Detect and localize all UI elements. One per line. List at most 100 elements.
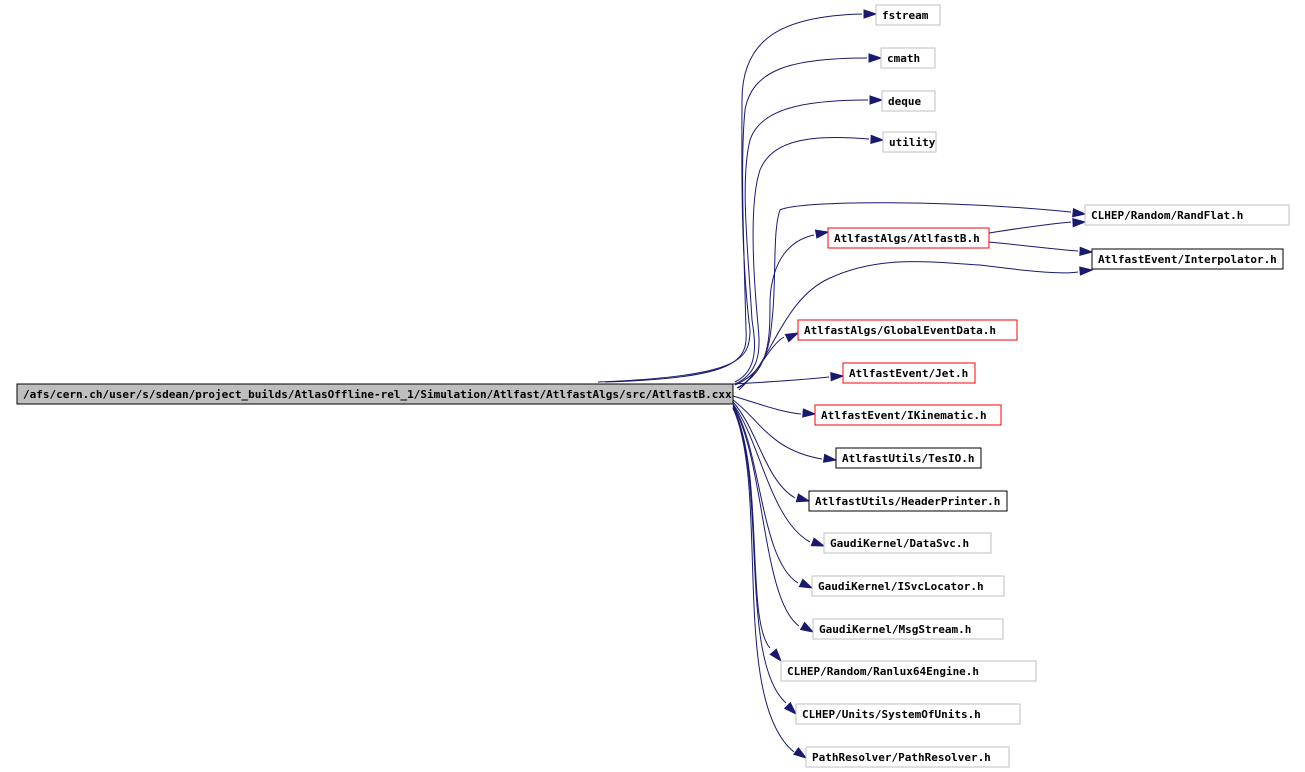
node-label: CLHEP/Random/Ranlux64Engine.h — [787, 665, 979, 678]
node-box — [811, 575, 1005, 597]
node-pathresolver[interactable]: PathResolver/PathResolver.h — [805, 746, 1010, 768]
node-label: deque — [888, 95, 921, 108]
edge-root-to-randflat — [734, 202, 1087, 386]
node-box — [880, 47, 936, 69]
edge-root-to-interpolator — [737, 261, 1094, 389]
node-ikinematic[interactable]: AtlfastEvent/IKinematic.h — [814, 404, 1002, 426]
node-label: CLHEP/Units/SystemOfUnits.h — [802, 708, 981, 721]
node-box — [16, 383, 734, 405]
node-fstream[interactable]: fstream — [875, 4, 941, 26]
node-ranlux[interactable]: CLHEP/Random/Ranlux64Engine.h — [780, 660, 1037, 682]
edge-line — [732, 407, 795, 753]
node-units[interactable]: CLHEP/Units/SystemOfUnits.h — [795, 703, 1021, 725]
edge-arrowhead — [814, 229, 830, 239]
edge-line — [732, 401, 796, 499]
node-label: AtlfastUtils/HeaderPrinter.h — [815, 495, 1000, 508]
edge-root-to-ranlux — [732, 406, 783, 663]
node-box — [823, 532, 992, 554]
node-label: AtlfastEvent/Interpolator.h — [1098, 253, 1277, 266]
edge-line — [732, 399, 823, 460]
edge-atlfastb_h-to-interpolator — [988, 241, 1094, 257]
node-cmath[interactable]: cmath — [880, 47, 936, 69]
node-datasvc[interactable]: GaudiKernel/DataSvc.h — [823, 532, 992, 554]
edge-arrowhead — [810, 537, 826, 547]
edge-line — [732, 404, 799, 584]
edge-arrowhead — [863, 9, 878, 19]
edge-line — [734, 99, 869, 383]
edge-line — [732, 407, 787, 704]
node-label: fstream — [882, 9, 929, 22]
node-box — [780, 660, 1037, 682]
edge-root-to-globaleventdata — [738, 332, 800, 391]
node-label: AtlfastUtils/TesIO.h — [842, 452, 974, 465]
edge-atlfastb_h-to-randflat — [988, 217, 1087, 234]
edge-arrowhead — [795, 493, 811, 503]
edge-arrowhead — [783, 701, 798, 716]
node-headerprinter[interactable]: AtlfastUtils/HeaderPrinter.h — [808, 490, 1008, 512]
edge-root-to-units — [732, 407, 798, 716]
edge-root-to-atlfastb_h — [736, 229, 830, 389]
node-jet[interactable]: AtlfastEvent/Jet.h — [842, 362, 976, 384]
node-label: cmath — [887, 52, 920, 65]
node-box — [795, 703, 1021, 725]
node-isvclocator[interactable]: GaudiKernel/ISvcLocator.h — [811, 575, 1005, 597]
edge-root-to-datasvc — [732, 403, 826, 547]
node-msgstream[interactable]: GaudiKernel/MsgStream.h — [812, 618, 1004, 640]
edge-line — [988, 241, 1079, 252]
edge-arrowhead — [1072, 208, 1087, 218]
edge-root-to-deque — [734, 95, 884, 383]
node-label: CLHEP/Random/RandFlat.h — [1091, 209, 1243, 222]
node-box — [797, 319, 1018, 341]
edge-arrowhead — [830, 371, 845, 382]
edge-line — [737, 261, 1079, 389]
node-label: AtlfastAlgs/AtlfastB.h — [834, 232, 980, 245]
node-tesio[interactable]: AtlfastUtils/TesIO.h — [835, 447, 982, 469]
edge-root-to-isvclocator — [732, 404, 814, 589]
node-label: /afs/cern.ch/user/s/sdean/project_builds… — [23, 388, 732, 401]
edge-arrowhead — [869, 95, 884, 105]
node-box — [875, 4, 941, 26]
edge-root-to-msgstream — [732, 405, 815, 633]
node-label: GaudiKernel/ISvcLocator.h — [818, 580, 984, 593]
edge-line — [732, 376, 830, 385]
node-root[interactable]: /afs/cern.ch/user/s/sdean/project_builds… — [16, 383, 734, 405]
edge-line — [732, 403, 811, 543]
node-label: AtlfastEvent/IKinematic.h — [821, 409, 987, 422]
node-box — [812, 618, 1004, 640]
node-globaleventdata[interactable]: AtlfastAlgs/GlobalEventData.h — [797, 319, 1018, 341]
edge-arrowhead — [1072, 217, 1087, 228]
edge-root-to-pathresolver — [732, 407, 808, 759]
edge-arrowhead — [784, 332, 800, 343]
node-randflat[interactable]: CLHEP/Random/RandFlat.h — [1084, 204, 1290, 226]
edge-arrowhead — [798, 578, 814, 589]
edge-arrowhead — [1079, 246, 1094, 257]
edge-arrowhead — [799, 621, 815, 633]
edge-arrowhead — [1079, 266, 1094, 276]
edge-line — [734, 136, 870, 385]
edge-arrowhead — [793, 746, 808, 759]
node-box — [842, 362, 976, 384]
node-box — [1091, 248, 1284, 270]
edge-arrowhead — [870, 134, 885, 145]
node-label: PathResolver/PathResolver.h — [812, 751, 991, 764]
edge-line — [738, 336, 785, 391]
node-box — [835, 447, 982, 469]
edge-root-to-tesio — [732, 399, 838, 463]
node-utility[interactable]: utility — [882, 131, 937, 153]
edge-root-to-ikinematic — [732, 395, 817, 418]
node-label: GaudiKernel/MsgStream.h — [819, 623, 971, 636]
node-label: GaudiKernel/DataSvc.h — [830, 537, 969, 550]
edge-line — [604, 57, 868, 383]
node-box — [805, 746, 1010, 768]
node-atlfastb_h[interactable]: AtlfastAlgs/AtlfastB.h — [827, 227, 990, 249]
edge-line — [732, 406, 771, 649]
node-box — [814, 404, 1002, 426]
node-interpolator[interactable]: AtlfastEvent/Interpolator.h — [1091, 248, 1284, 270]
edge-line — [988, 221, 1072, 234]
node-box — [882, 131, 937, 153]
edges-layer — [597, 9, 1094, 759]
node-box — [881, 90, 936, 112]
node-deque[interactable]: deque — [881, 90, 936, 112]
edge-root-to-cmath — [604, 53, 883, 383]
edge-root-to-headerprinter — [732, 401, 811, 503]
